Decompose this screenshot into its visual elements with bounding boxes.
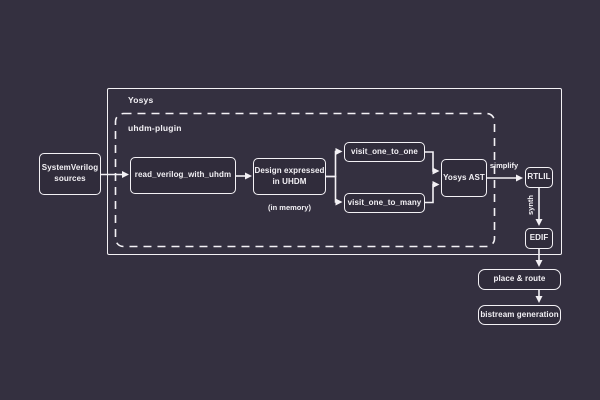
- node-label: RTLIL: [527, 172, 551, 182]
- node-bistream-generation: bistream generation: [478, 305, 561, 325]
- node-label: bistream generation: [480, 309, 559, 319]
- node-label: SystemVerilog: [41, 163, 99, 173]
- uhdm-plugin-boundary: [114, 112, 496, 248]
- node-label: read_verilog_with_uhdm: [134, 170, 232, 180]
- node-label: Design expressed: [254, 165, 325, 175]
- node-yosys-ast: Yosys AST: [441, 159, 487, 197]
- edge-design-to-visitmany: [326, 175, 343, 206]
- node-label: place & route: [493, 274, 546, 284]
- yosys-container-box: [107, 88, 562, 255]
- node-systemverilog-sources: SystemVerilog sources: [39, 153, 101, 195]
- node-label: sources: [54, 174, 86, 183]
- edge-design-to-visitone: [326, 148, 343, 178]
- synth-edge-label: synth: [525, 195, 535, 216]
- node-label: in UHDM: [272, 176, 307, 186]
- in-memory-note: (in memory): [268, 202, 311, 212]
- node-rtlil: RTLIL: [525, 167, 553, 188]
- node-place-and-route: place & route: [478, 269, 561, 290]
- uhdm-plugin-container-label: uhdm-plugin: [128, 123, 182, 133]
- node-label: visit_one_to_one: [351, 146, 418, 156]
- edge-visitone-to-ast: [425, 151, 440, 175]
- edge-visitmany-to-ast: [425, 181, 440, 204]
- node-label: Yosys AST: [443, 172, 485, 182]
- node-edif: EDIF: [525, 228, 553, 249]
- node-read-verilog-with-uhdm: read_verilog_with_uhdm: [130, 157, 236, 194]
- node-label: EDIF: [529, 233, 549, 243]
- node-visit-one-to-one: visit_one_to_one: [344, 142, 425, 162]
- simplify-edge-label: simplify: [489, 160, 519, 170]
- yosys-container-label: Yosys: [128, 95, 154, 105]
- node-design-expressed-in-uhdm: Design expressed in UHDM: [253, 158, 326, 195]
- node-visit-one-to-many: visit_one_to_many: [344, 193, 425, 213]
- node-label: visit_one_to_many: [347, 197, 422, 207]
